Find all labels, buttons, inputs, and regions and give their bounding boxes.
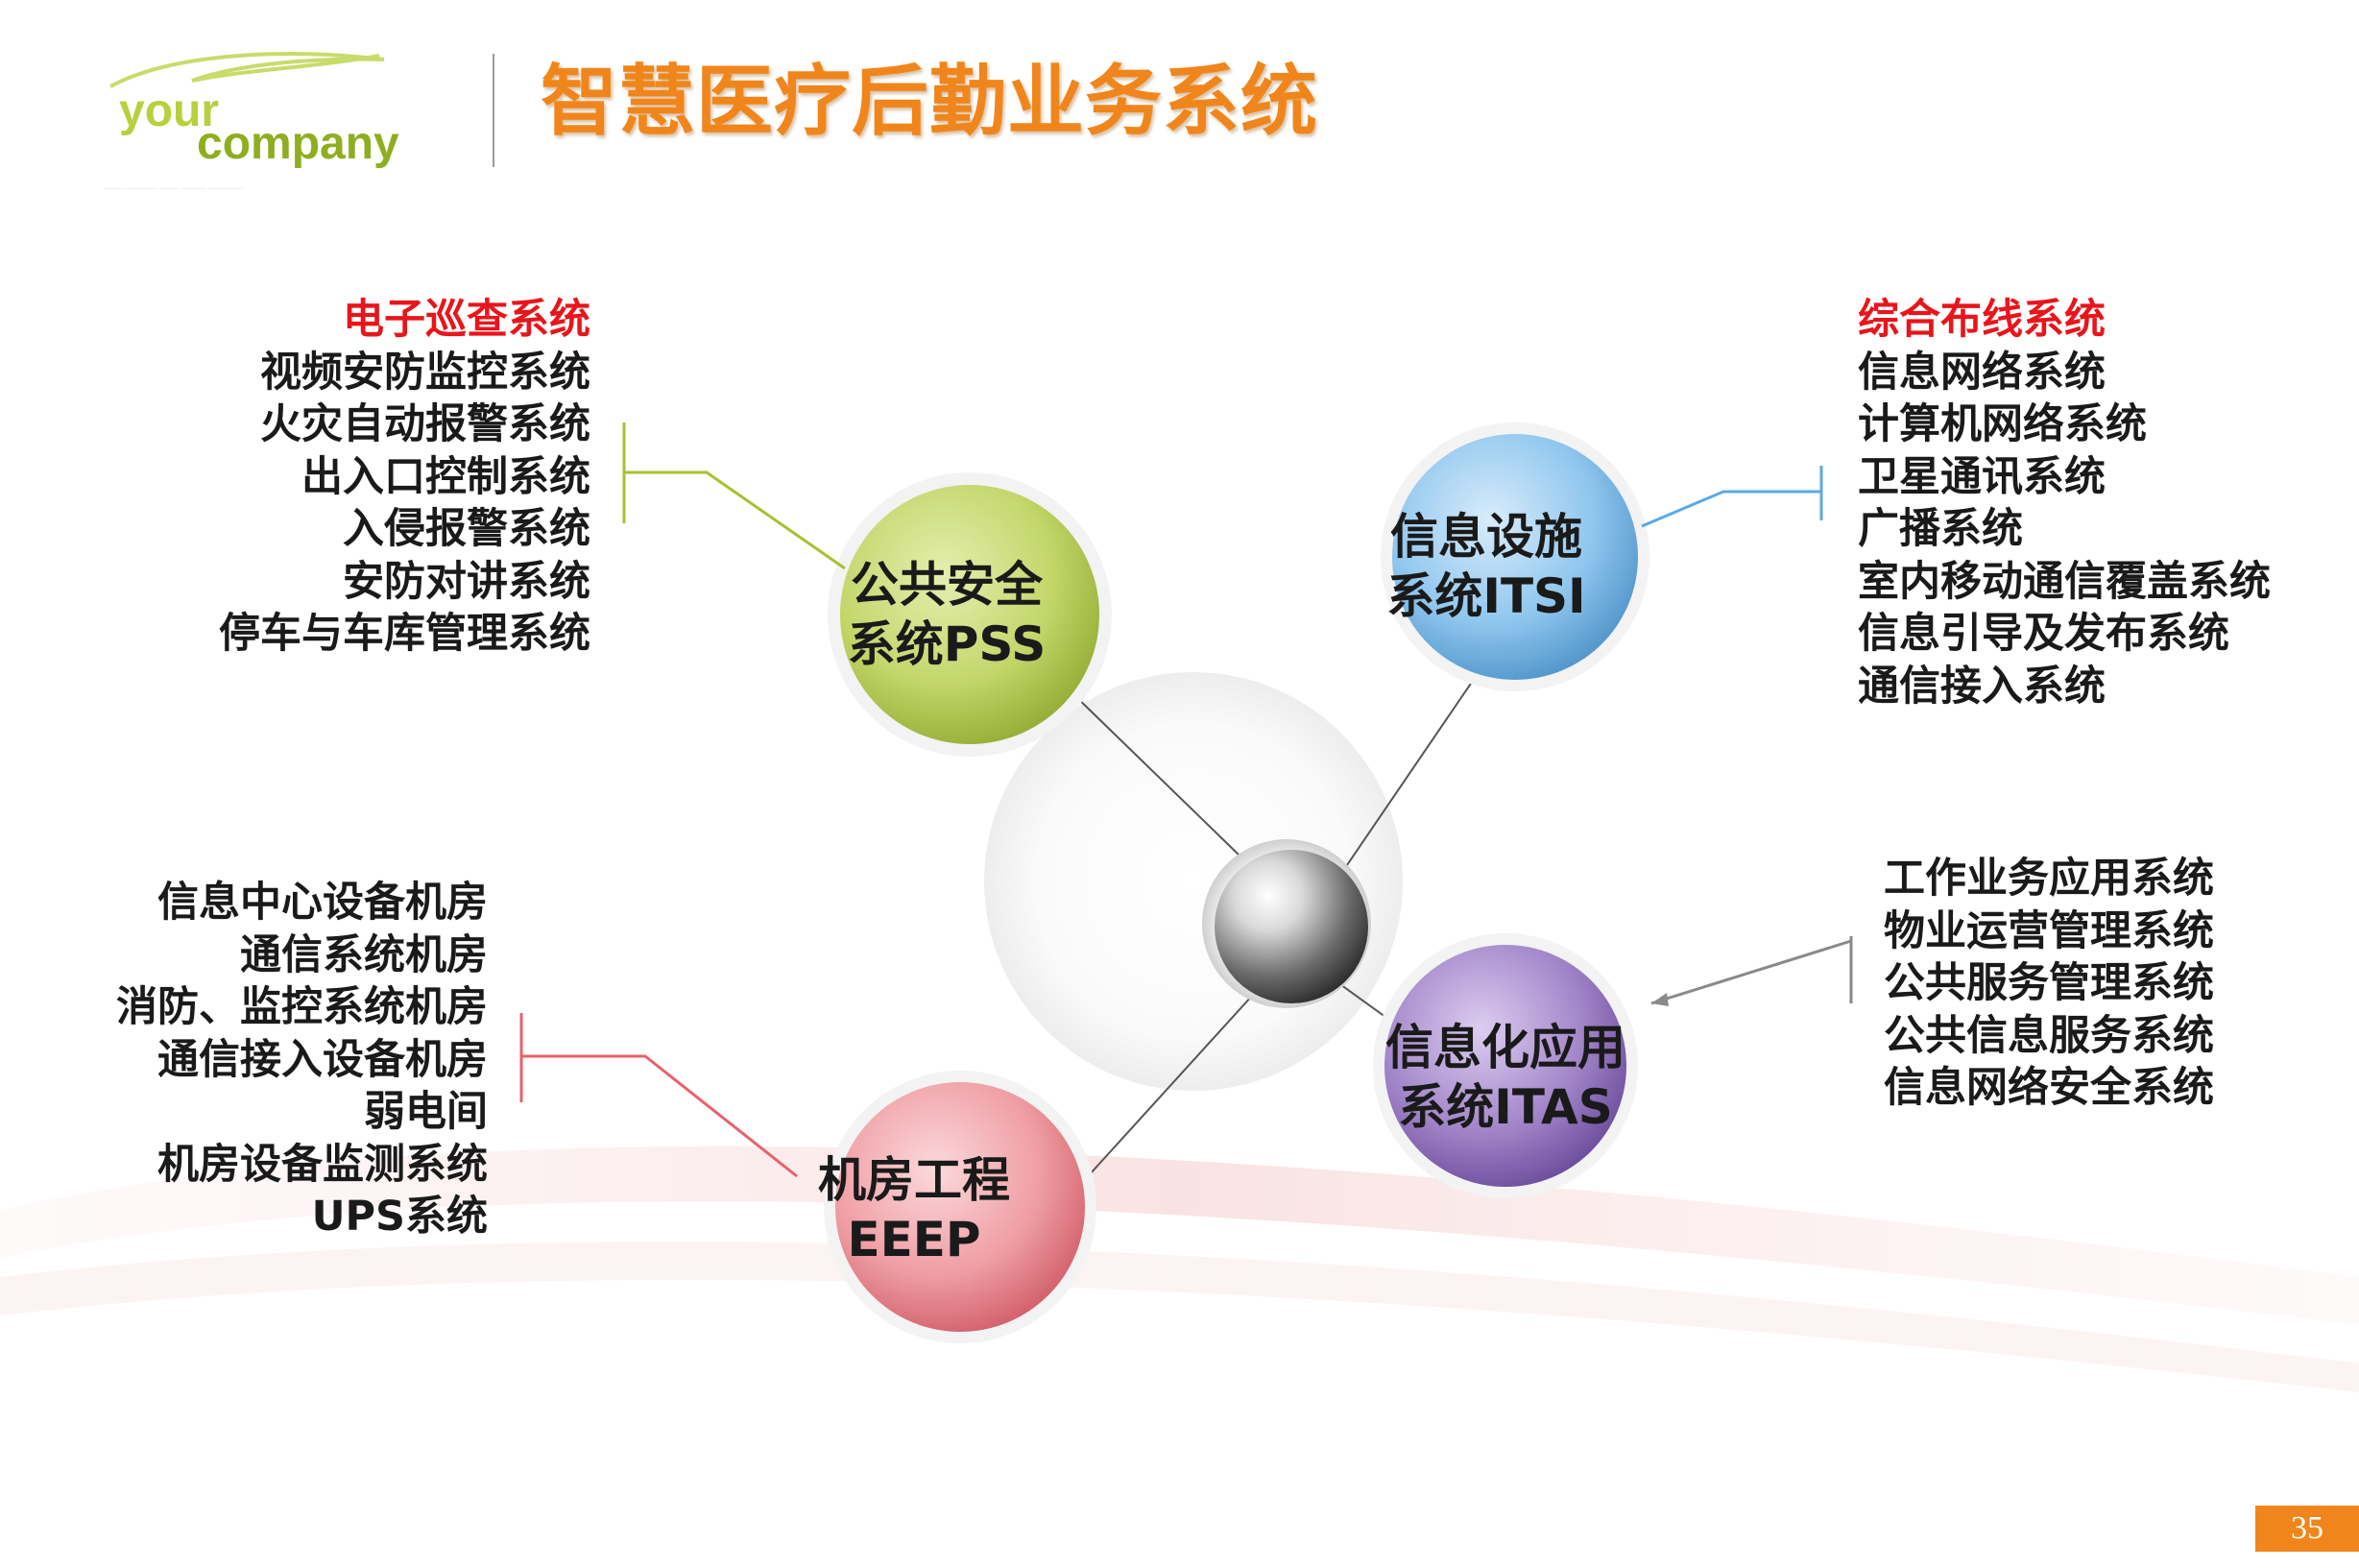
list-item: 公共服务管理系统 — [1884, 959, 2214, 1007]
itsi-connector — [1641, 466, 1823, 528]
list-item: 入侵报警系统 — [343, 505, 590, 553]
list-item: 室内移动通信覆盖系统 — [1858, 557, 2271, 606]
list-item: 公共信息服务系统 — [1884, 1011, 2214, 1060]
list-item: 综合布线系统 — [1858, 296, 2106, 344]
spoke-itsi — [1334, 671, 1480, 884]
list-item: 信息引导及发布系统 — [1858, 610, 2229, 658]
list-item: 通信接入设备机房 — [157, 1035, 488, 1084]
pss-label-line2: 系统PSS — [847, 616, 1047, 672]
list-item: 广播系统 — [1858, 505, 2023, 553]
logo-text-your: your — [119, 85, 220, 136]
list-item: 卫星通讯系统 — [1858, 452, 2106, 501]
itsi-label-line2: 系统ITSI — [1386, 568, 1586, 624]
list-item: 通信接入系统 — [1858, 662, 2106, 711]
list-item: 机房设备监测系统 — [157, 1140, 488, 1189]
list-item: 信息网络安全系统 — [1884, 1064, 2214, 1112]
list-item: 安防对讲系统 — [343, 557, 590, 606]
pss-connector — [622, 422, 846, 570]
eeep-label-line1: 机房工程 — [818, 1152, 1010, 1208]
itsi-label-line1: 信息设施 — [1389, 509, 1582, 565]
pss-system-list: 电子巡查系统 视频安防监控系统 火灾自动报警系统 出入口控制系统 入侵报警系统 … — [219, 294, 590, 661]
center-ball — [1215, 850, 1368, 1003]
logo-fine-print: ·········· ·············· ········· ····… — [104, 185, 243, 193]
eeep-label: 机房工程 EEEP — [818, 1150, 1010, 1269]
list-item: 工作业务应用系统 — [1884, 855, 2214, 903]
list-item: 信息中心设备机房 — [157, 879, 488, 927]
list-item: 电子巡查系统 — [343, 296, 590, 344]
list-item: UPS系统 — [311, 1193, 488, 1241]
list-item: 火灾自动报警系统 — [260, 400, 590, 448]
eeep-label-line2: EEEP — [847, 1212, 981, 1267]
pss-label: 公共安全 系统PSS — [848, 555, 1046, 674]
itas-system-list: 工作业务应用系统 物业运营管理系统 公共服务管理系统 公共信息服务系统 信息网络… — [1884, 853, 2214, 1115]
list-item: 物业运营管理系统 — [1884, 906, 2214, 955]
eeep-connector — [519, 1013, 798, 1178]
list-item: 消防、监控系统机房 — [116, 983, 488, 1031]
itas-label: 信息化应用 系统ITAS — [1385, 1018, 1625, 1137]
list-item: 停车与车库管理系统 — [219, 610, 590, 658]
title-divider — [493, 54, 494, 167]
itas-node[interactable] — [1384, 945, 1626, 1187]
itsi-node[interactable] — [1392, 434, 1638, 680]
itas-label-line2: 系统ITAS — [1398, 1079, 1613, 1135]
background-swoosh — [0, 1146, 2359, 1325]
list-item: 出入口控制系统 — [301, 452, 590, 501]
spoke-pss — [1070, 690, 1240, 856]
page-number: 35 — [2255, 1506, 2359, 1552]
eeep-node[interactable] — [835, 1082, 1085, 1332]
logo-swoosh — [109, 52, 385, 88]
pss-label-line1: 公共安全 — [850, 557, 1043, 613]
logo-text-company: company — [197, 118, 399, 169]
list-item: 信息网络系统 — [1858, 348, 2106, 397]
itsi-label: 信息设施 系统ITSI — [1386, 507, 1585, 626]
list-item: 通信系统机房 — [240, 930, 488, 979]
slide-title: 智慧医疗后勤业务系统 — [541, 57, 1318, 146]
itsi-system-list: 综合布线系统 信息网络系统 计算机网络系统 卫星通讯系统 广播系统 室内移动通信… — [1858, 294, 2271, 712]
list-item: 弱电间 — [364, 1088, 488, 1136]
list-item: 计算机网络系统 — [1858, 400, 2147, 448]
background-swoosh — [0, 1242, 2359, 1392]
eeep-system-list: 信息中心设备机房 通信系统机房 消防、监控系统机房 通信接入设备机房 弱电间 机… — [116, 877, 488, 1243]
itas-connector — [1650, 936, 1853, 1006]
pss-node[interactable] — [840, 485, 1099, 744]
spoke-eeep — [1070, 983, 1264, 1196]
itas-label-line1: 信息化应用 — [1385, 1020, 1625, 1075]
list-item: 视频安防监控系统 — [260, 348, 590, 397]
